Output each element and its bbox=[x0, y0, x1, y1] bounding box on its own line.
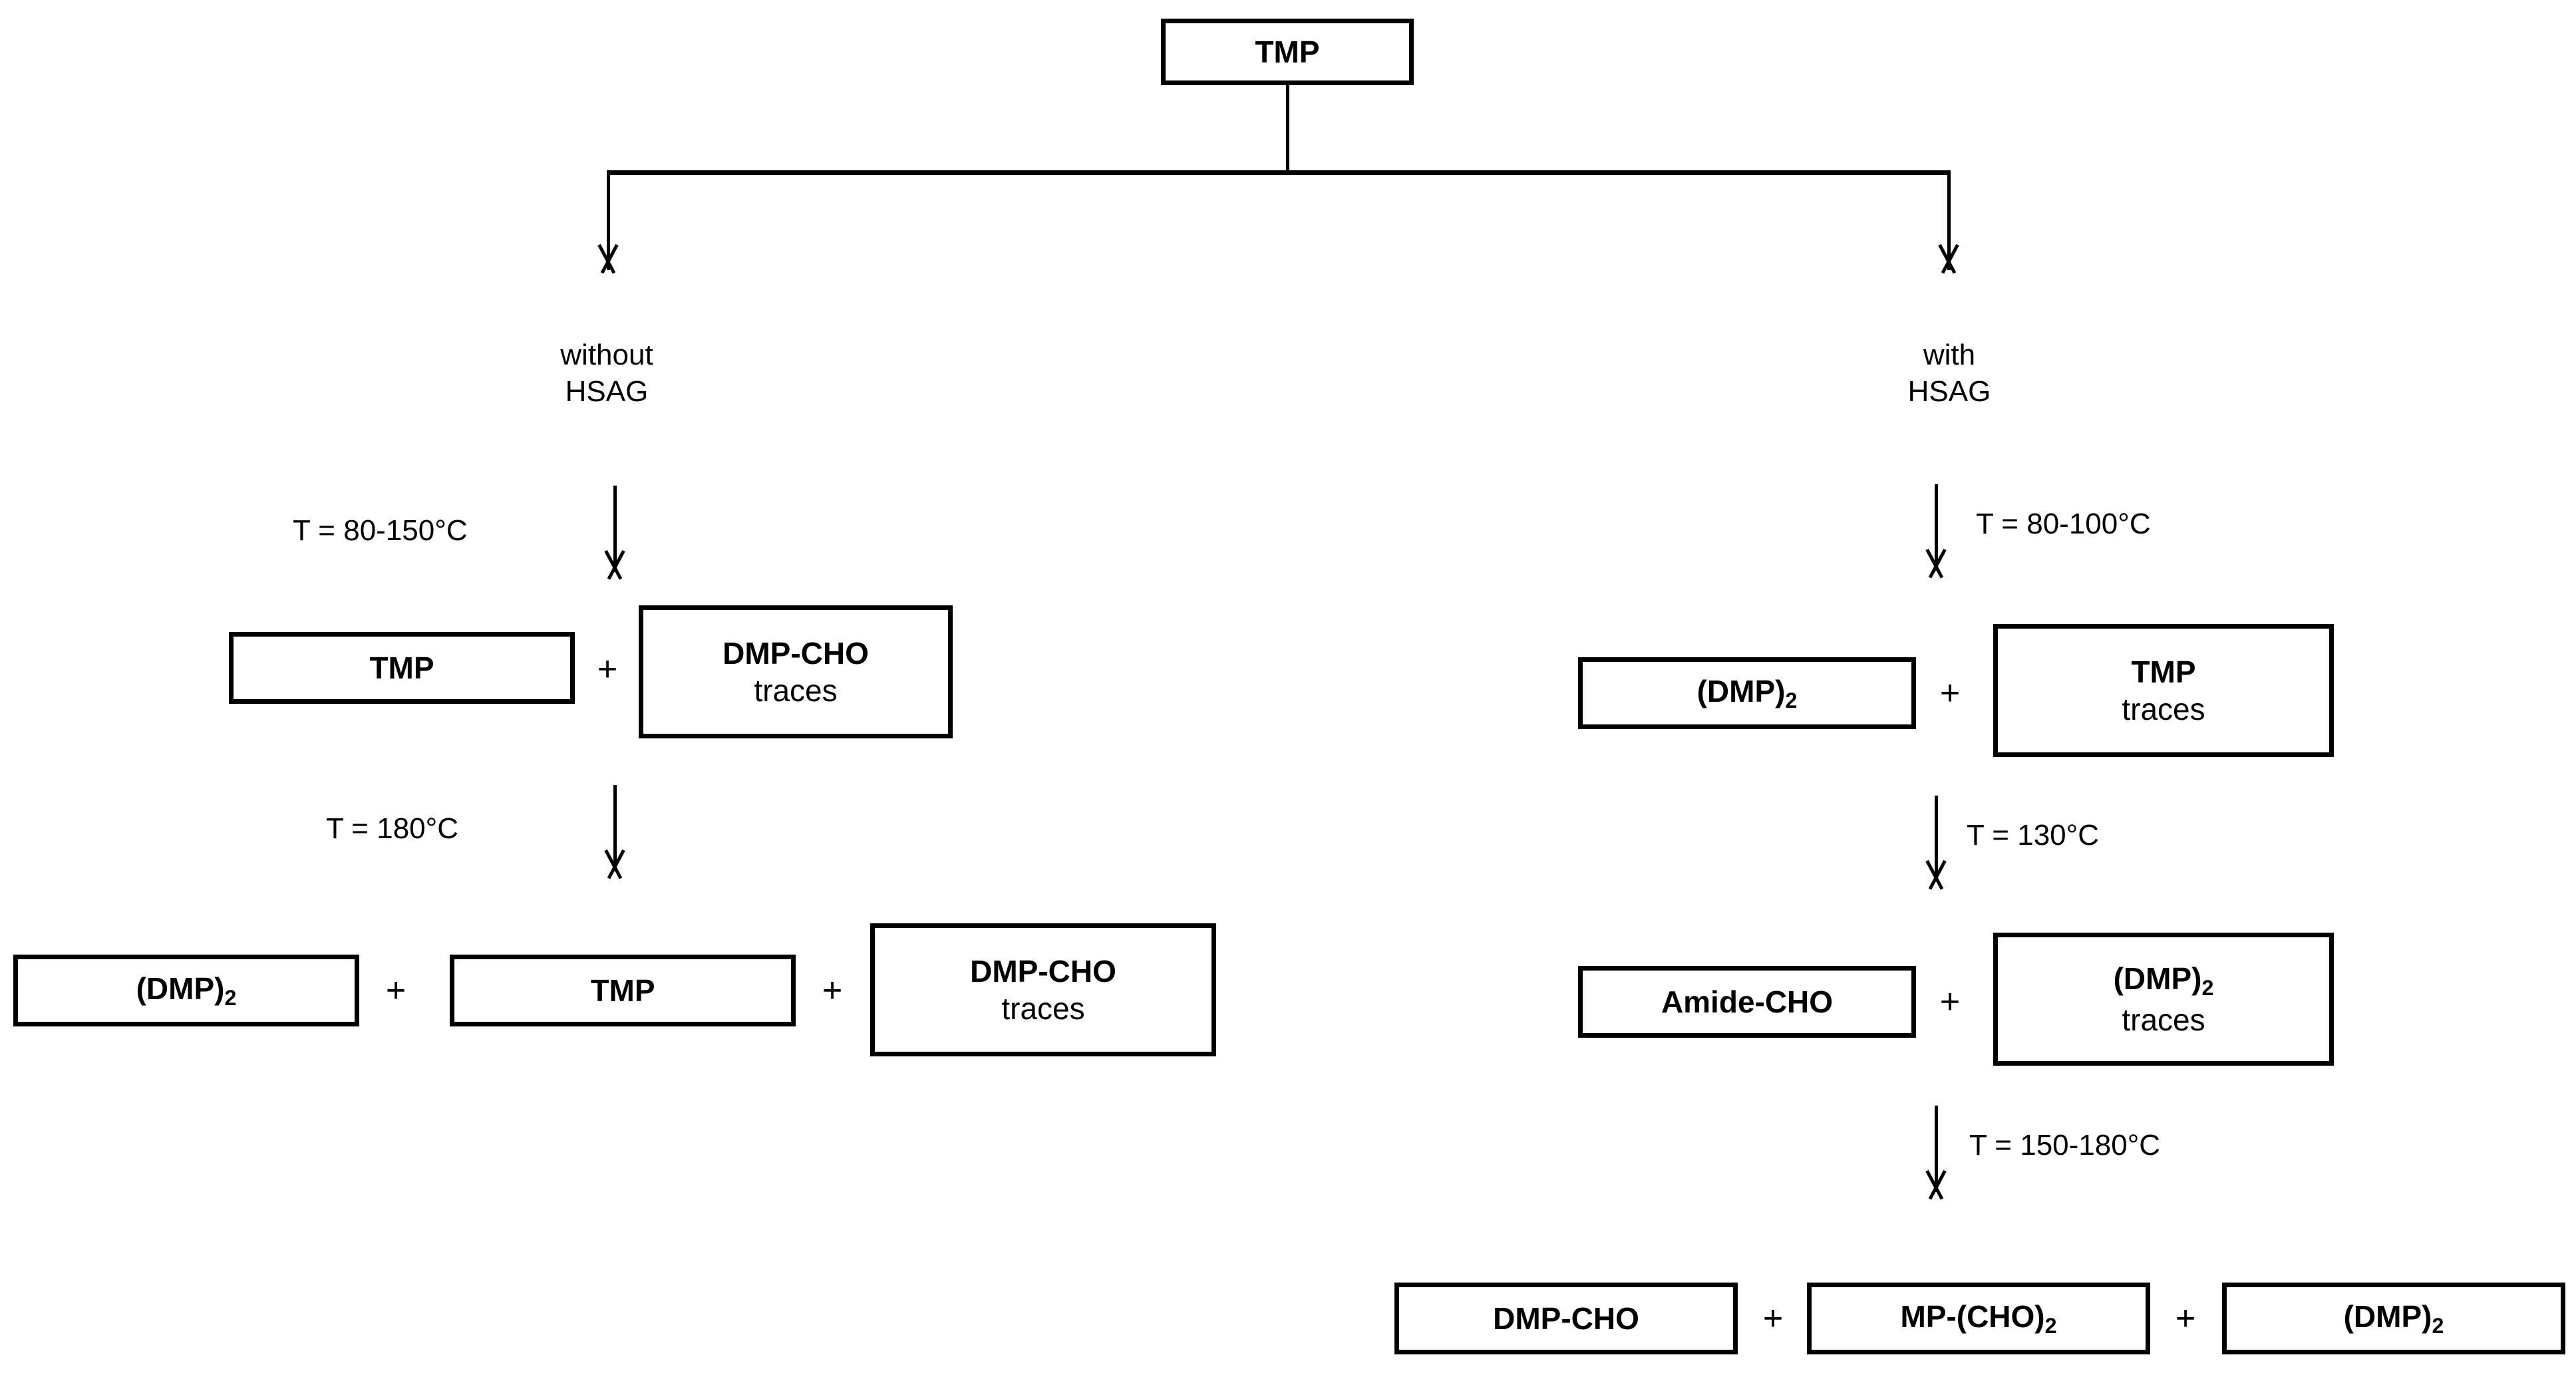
product-box-right-r1-dmp2: (DMP)2 bbox=[1578, 657, 1916, 729]
product-box-right-r1-tmp: TMP traces bbox=[1993, 624, 2334, 757]
product-note: traces bbox=[2122, 1002, 2205, 1038]
product-box-left-r1-dmpcho: DMP-CHO traces bbox=[639, 605, 953, 738]
product-box-right-r2-amidecho: Amide-CHO bbox=[1578, 966, 1916, 1038]
product-box-right-r2-dmp2: (DMP)2 traces bbox=[1993, 933, 2334, 1066]
plus-right-r3-2: + bbox=[2175, 1299, 2196, 1338]
product-label: DMP-CHO bbox=[1493, 1301, 1639, 1336]
branch-label-right: with HSAG bbox=[1816, 337, 2082, 410]
branch-reagent-left: HSAG bbox=[565, 375, 649, 408]
product-note: traces bbox=[1001, 991, 1085, 1026]
product-label: (DMP)2 bbox=[1696, 673, 1798, 712]
product-box-left-r2-dmp2: (DMP)2 bbox=[13, 955, 359, 1026]
arrowhead-right-step3 bbox=[1921, 1171, 1951, 1197]
product-box-right-r3-dmp2: (DMP)2 bbox=[2222, 1283, 2565, 1354]
branch-label-left: without HSAG bbox=[474, 337, 740, 410]
arrowhead-right-step1 bbox=[1921, 549, 1951, 576]
product-box-right-r3-mpcho2: MP-(CHO)2 bbox=[1807, 1283, 2150, 1354]
product-box-left-r2-tmp: TMP bbox=[450, 955, 796, 1026]
arrow-right-step2-shaft bbox=[1935, 796, 1938, 882]
arrow-left-step2-shaft bbox=[613, 785, 617, 871]
plus-right-r3-1: + bbox=[1762, 1299, 1784, 1338]
product-box-right-r3-dmpcho: DMP-CHO bbox=[1394, 1283, 1738, 1354]
connector-root-stem bbox=[1286, 85, 1289, 174]
plus-left-r2-1: + bbox=[385, 971, 406, 1010]
product-note: traces bbox=[2122, 692, 2205, 726]
connector-split-bar bbox=[607, 170, 1951, 175]
condition-left-step1: T = 80-150°C bbox=[293, 514, 468, 547]
arrow-right-step3-shaft bbox=[1935, 1106, 1938, 1192]
product-label: (DMP)2 bbox=[2343, 1299, 2444, 1338]
plus-right-r1-1: + bbox=[1939, 674, 1961, 712]
condition-right-step1: T = 80-100°C bbox=[1976, 508, 2151, 540]
node-label: TMP bbox=[1255, 34, 1320, 69]
arrowhead-right-step2 bbox=[1921, 861, 1951, 887]
condition-right-step2: T = 130°C bbox=[1967, 819, 2100, 851]
connector-right-leg bbox=[1947, 170, 1951, 270]
arrowhead-right-branch bbox=[1933, 245, 1964, 271]
product-note: traces bbox=[754, 673, 838, 708]
product-label: DMP-CHO bbox=[970, 953, 1116, 989]
product-box-left-r1-tmp: TMP bbox=[229, 632, 575, 704]
product-label: (DMP)2 bbox=[2113, 961, 2214, 1000]
plus-left-r2-2: + bbox=[822, 971, 843, 1010]
branch-reagent-right: HSAG bbox=[1907, 375, 1991, 408]
plus-left-r1-1: + bbox=[597, 650, 618, 689]
product-label: TMP bbox=[2131, 654, 2196, 689]
arrowhead-left-branch bbox=[593, 245, 623, 271]
arrow-right-step1-shaft bbox=[1935, 484, 1938, 571]
product-label: (DMP)2 bbox=[136, 971, 237, 1010]
product-label: Amide-CHO bbox=[1661, 984, 1834, 1019]
arrow-left-step1-shaft bbox=[613, 486, 617, 572]
product-label: TMP bbox=[369, 650, 434, 685]
arrowhead-left-step2 bbox=[599, 850, 630, 877]
connector-left-leg bbox=[607, 170, 610, 270]
product-label: TMP bbox=[590, 973, 655, 1008]
condition-left-step2: T = 180°C bbox=[326, 812, 459, 845]
branch-condition-right: with bbox=[1923, 339, 1976, 371]
product-label: DMP-CHO bbox=[723, 635, 869, 671]
product-box-left-r2-dmpcho: DMP-CHO traces bbox=[870, 923, 1216, 1056]
plus-right-r2-1: + bbox=[1939, 983, 1961, 1021]
branch-condition-left: without bbox=[560, 339, 653, 371]
condition-right-step3: T = 150-180°C bbox=[1969, 1129, 2161, 1161]
node-tmp-root: TMP bbox=[1161, 19, 1414, 85]
arrowhead-left-step1 bbox=[599, 551, 630, 577]
product-label: MP-(CHO)2 bbox=[1900, 1299, 2057, 1338]
